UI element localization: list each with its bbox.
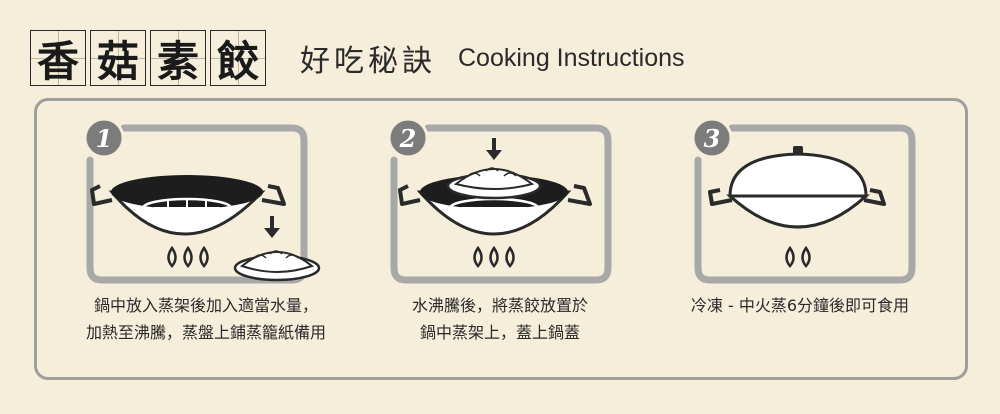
step-frame [694,124,916,284]
title-char: 素 [150,30,206,86]
dumpling-plate-icon [446,167,542,200]
step-number: 2 [399,124,417,153]
step-badge: 1 [83,117,125,159]
header: 香 菇 素 餃 好吃秘訣 Cooking Instructions [30,26,685,90]
instruction-line: 加熱至沸騰，蒸盤上鋪蒸籠紙備用 [85,323,326,342]
instruction-line: 鍋中放入蒸架後加入適當水量， [93,296,318,315]
wok-icon [708,188,886,229]
steam-rack-icon [141,197,233,219]
subtitle-english: Cooking Instructions [458,43,685,72]
flame-icon [167,245,209,268]
step-2-illustration: 2 [387,117,612,284]
step-frame [390,124,612,284]
step-2-instructions: 水沸騰後，將蒸餃放置於 鍋中蒸架上，蓋上鍋蓋 [340,292,660,346]
instruction-line: 鍋中蒸架上，蓋上鍋蓋 [419,323,580,342]
instruction-line: 冷凍 - 中火蒸6分鐘後即可食用 [690,296,910,315]
title-char: 餃 [210,30,266,86]
dumpling-plate-icon [233,250,321,282]
step-number: 1 [96,124,113,153]
subtitle-chinese: 好吃秘訣 [300,44,436,79]
step-badge: 3 [691,117,733,159]
step-3-instructions: 冷凍 - 中火蒸6分鐘後即可食用 [640,292,960,319]
step-1-instructions: 鍋中放入蒸架後加入適當水量， 加熱至沸騰，蒸盤上鋪蒸籠紙備用 [46,292,366,346]
instruction-line: 水沸騰後，將蒸餃放置於 [411,296,588,315]
step-badge: 2 [387,117,429,159]
step-number: 3 [704,124,721,153]
title-char: 菇 [90,30,146,86]
step-1-illustration: 1 [83,117,321,284]
down-arrow-icon [264,216,280,238]
instructions-panel [34,98,968,380]
flame-icon [473,245,515,268]
product-title: 香 菇 素 餃 [30,30,270,86]
down-arrow-icon [486,138,502,160]
flame-icon [785,245,811,268]
wok-lid-icon [728,146,868,198]
step-3-illustration: 3 [691,117,916,284]
title-char: 香 [30,30,86,86]
